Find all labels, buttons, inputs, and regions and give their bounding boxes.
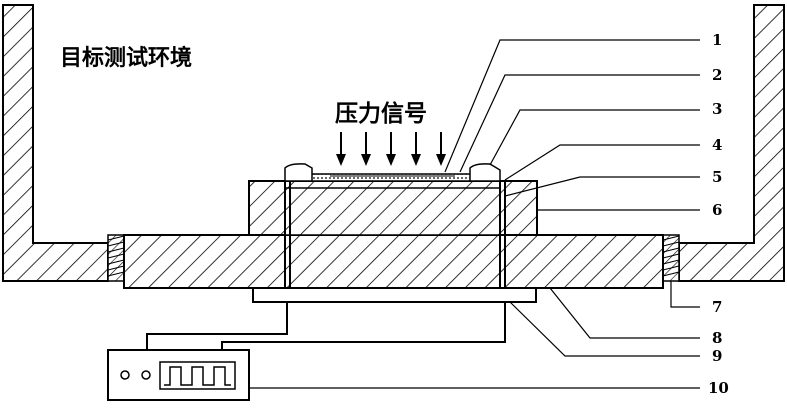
base-plate: [124, 235, 663, 288]
pressure-arrow: [361, 132, 371, 166]
pressure-arrow: [411, 132, 421, 166]
callout-number-7: 7: [712, 298, 722, 316]
callout-number-10: 10: [708, 379, 729, 397]
environment-label: 目标测试环境: [60, 45, 192, 71]
callout-number-1: 1: [712, 31, 722, 49]
callout-number-4: 4: [712, 136, 722, 154]
callout-number-8: 8: [712, 329, 722, 347]
signal-cables: [147, 302, 505, 350]
callout-numbers: 1 2 3 4 5 6 7 89 10: [708, 31, 729, 397]
signal-label: 压力信号: [335, 100, 427, 127]
pressure-arrow: [436, 132, 446, 166]
sensing-film: [305, 174, 473, 181]
callout-number-5: 5: [712, 168, 722, 186]
callout-number-3: 3: [712, 100, 722, 118]
inner-block: [285, 188, 500, 235]
connector-plate: [253, 288, 536, 302]
callout-number-9: 9: [712, 347, 722, 365]
pressure-arrow: [386, 132, 396, 166]
readout-instrument: [108, 350, 249, 400]
right-contact: [470, 164, 500, 181]
pressure-arrow: [336, 132, 346, 166]
left-contact: [285, 164, 312, 181]
callout-number-2: 2: [712, 66, 722, 84]
callout-number-6: 6: [712, 201, 722, 219]
pressure-arrows: [336, 132, 446, 166]
